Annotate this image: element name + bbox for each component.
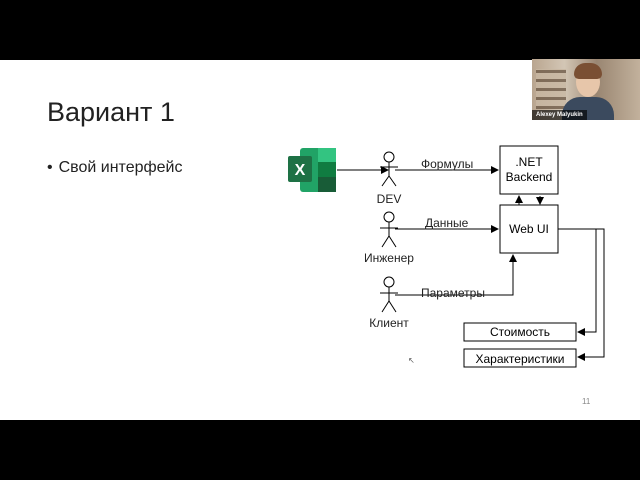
actor-client-icon xyxy=(380,276,398,313)
webcam-thumbnail[interactable]: Alexey Malyukin xyxy=(532,59,640,120)
backend-box: .NET Backend xyxy=(499,145,559,195)
specs-box-label: Характеристики xyxy=(476,352,565,366)
backend-box-line1: .NET xyxy=(515,155,543,169)
webcam-bookshelf xyxy=(536,69,566,109)
webcam-person-hair xyxy=(574,63,602,79)
page-number: 11 xyxy=(582,397,591,406)
actor-dev-icon xyxy=(380,151,398,187)
cost-box-label: Стоимость xyxy=(490,325,550,339)
actor-client-label: Клиент xyxy=(369,316,409,330)
actor-dev-label: DEV xyxy=(377,192,402,206)
edge-label-data: Данные xyxy=(425,216,469,230)
webui-box: Web UI xyxy=(499,204,559,254)
mouse-cursor-icon: ↖ xyxy=(408,356,415,365)
diagram-edges xyxy=(337,166,605,361)
cost-box: Стоимость xyxy=(463,322,577,342)
edge-label-formulas: Формулы xyxy=(421,157,473,171)
webcam-participant-name: Alexey Malyukin xyxy=(532,110,587,120)
edge-label-params: Параметры xyxy=(421,286,485,300)
edge-webui-specs xyxy=(558,228,605,361)
backend-box-line2: Backend xyxy=(506,170,553,184)
slide-title: Вариант 1 xyxy=(47,97,175,127)
edge-params xyxy=(395,254,517,296)
actor-engineer-icon xyxy=(380,211,398,248)
specs-box: Характеристики xyxy=(463,348,577,368)
edge-webui-cost xyxy=(577,229,597,336)
bullet-item: • Свой интерфейс xyxy=(47,159,182,177)
actor-engineer-label: Инженер xyxy=(364,251,414,265)
excel-icon-letter: X xyxy=(295,162,306,179)
webui-box-label: Web UI xyxy=(509,222,549,236)
bullet-text: Свой интерфейс xyxy=(58,159,183,176)
bullet-dot: • xyxy=(47,159,53,176)
excel-icon: X xyxy=(288,148,336,192)
